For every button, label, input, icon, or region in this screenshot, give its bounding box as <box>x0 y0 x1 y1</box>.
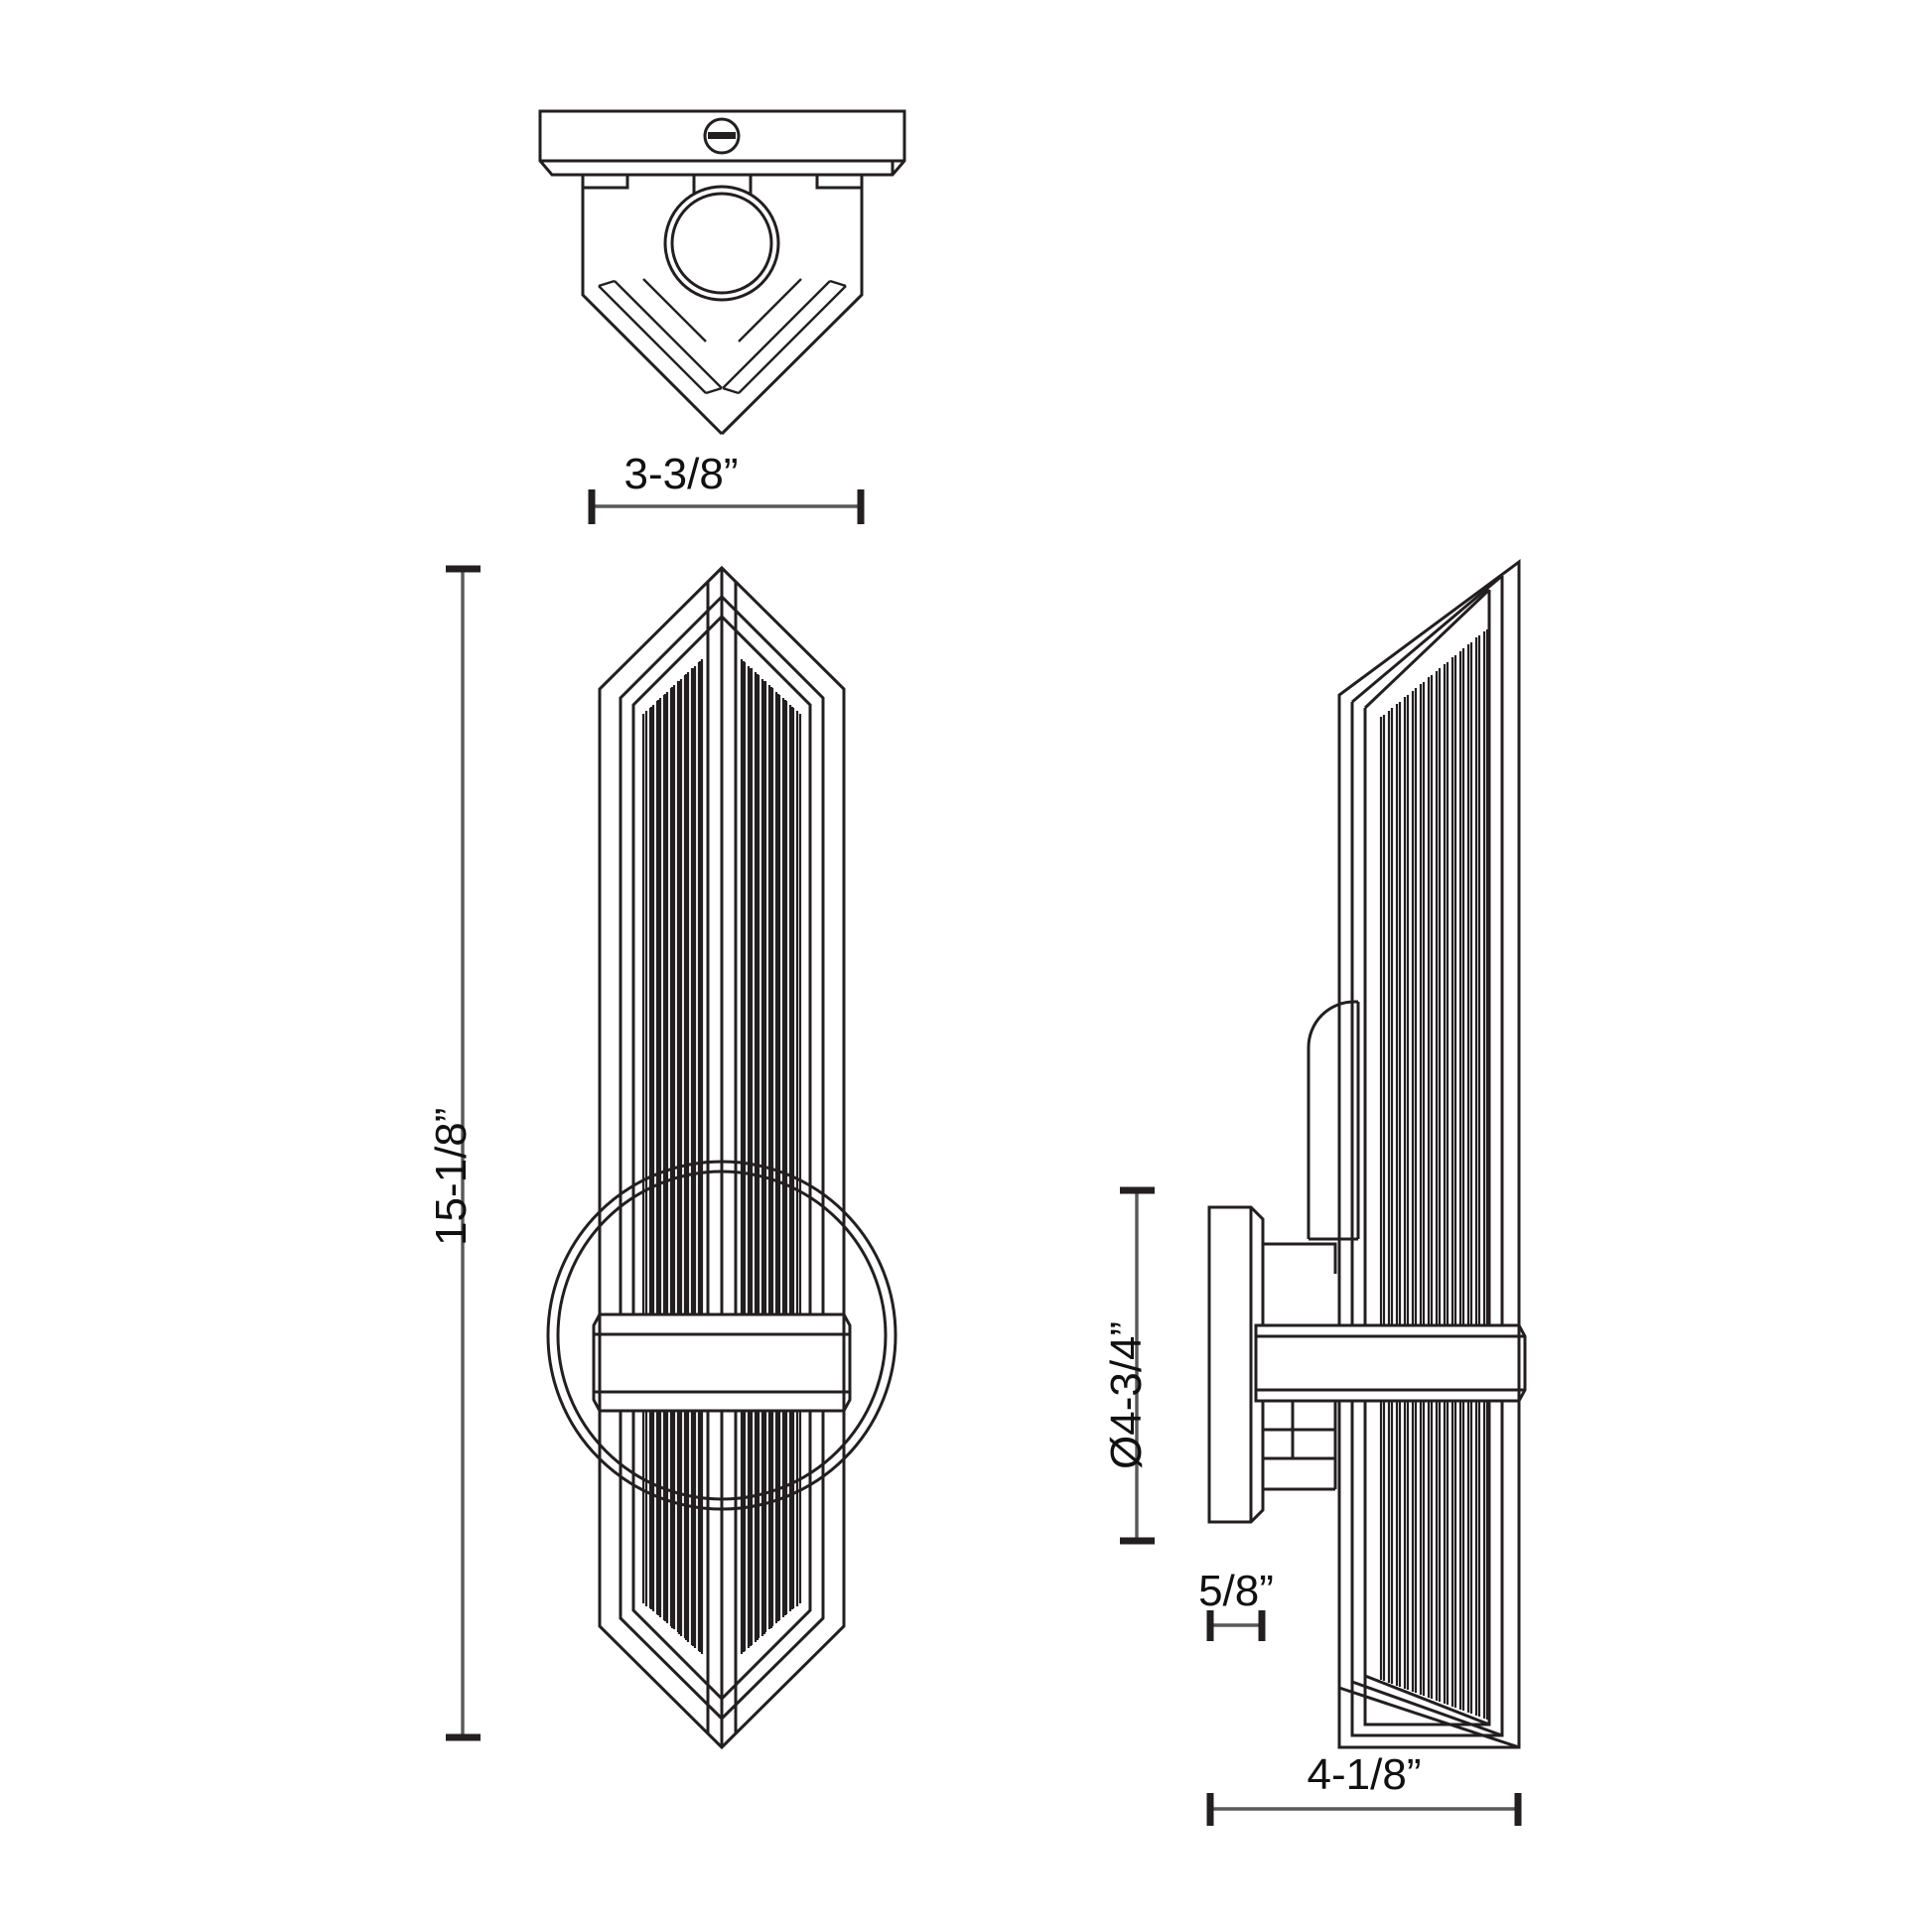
dimension-label-width-top: 3-3/8” <box>623 450 739 498</box>
dimension-line-backplate-diameter <box>1120 1186 1155 1545</box>
front-view-group <box>546 565 897 1750</box>
side-view-group <box>1207 559 1527 1749</box>
dimension-line-width-top <box>588 489 865 524</box>
dimension-label-height-front: 15-1/8” <box>427 1107 476 1246</box>
dimension-label-backplate-diameter: Ø4-3/4” <box>1102 1320 1151 1469</box>
dimension-line-height-front <box>446 565 481 1741</box>
dimension-label-backplate-depth: 5/8” <box>1198 1567 1274 1615</box>
left-flutes <box>641 659 704 1654</box>
dimension-line-projection-depth <box>1206 1793 1522 1826</box>
dimension-label-projection-depth: 4-1/8” <box>1307 1750 1422 1799</box>
top-view-group <box>538 109 906 436</box>
right-flutes <box>740 659 802 1654</box>
dimension-line-backplate-depth <box>1206 1610 1266 1641</box>
side-flutes <box>1379 629 1489 1720</box>
